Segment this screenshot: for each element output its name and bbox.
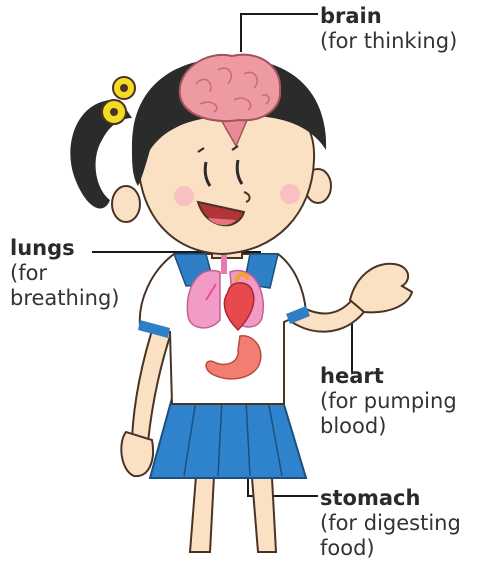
cheek-left bbox=[174, 186, 194, 206]
heart-function-line2: blood) bbox=[320, 414, 457, 439]
lungs-name: lungs bbox=[10, 236, 120, 261]
legs bbox=[190, 476, 276, 552]
cheek-right bbox=[280, 184, 300, 204]
stomach-label: stomach (for digesting food) bbox=[320, 486, 461, 562]
stomach-function-line1: (for digesting bbox=[320, 511, 461, 536]
ear-left bbox=[112, 186, 140, 222]
stomach-name: stomach bbox=[320, 486, 461, 511]
brain-label: brain (for thinking) bbox=[320, 4, 457, 54]
right-hand bbox=[350, 264, 412, 312]
left-hand bbox=[121, 432, 153, 476]
brain-function: (for thinking) bbox=[320, 29, 457, 54]
heart-function-line1: (for pumping bbox=[320, 389, 457, 414]
stomach-function-line2: food) bbox=[320, 536, 461, 561]
skirt bbox=[150, 398, 306, 478]
brain-name: brain bbox=[320, 4, 457, 29]
lungs-label: lungs (for breathing) bbox=[10, 236, 120, 312]
lungs-function-line1: (for bbox=[10, 261, 120, 286]
lungs-function-line2: breathing) bbox=[10, 286, 120, 311]
heart-name: heart bbox=[320, 364, 457, 389]
brain-leader-line bbox=[241, 14, 318, 52]
heart-label: heart (for pumping blood) bbox=[320, 364, 457, 440]
